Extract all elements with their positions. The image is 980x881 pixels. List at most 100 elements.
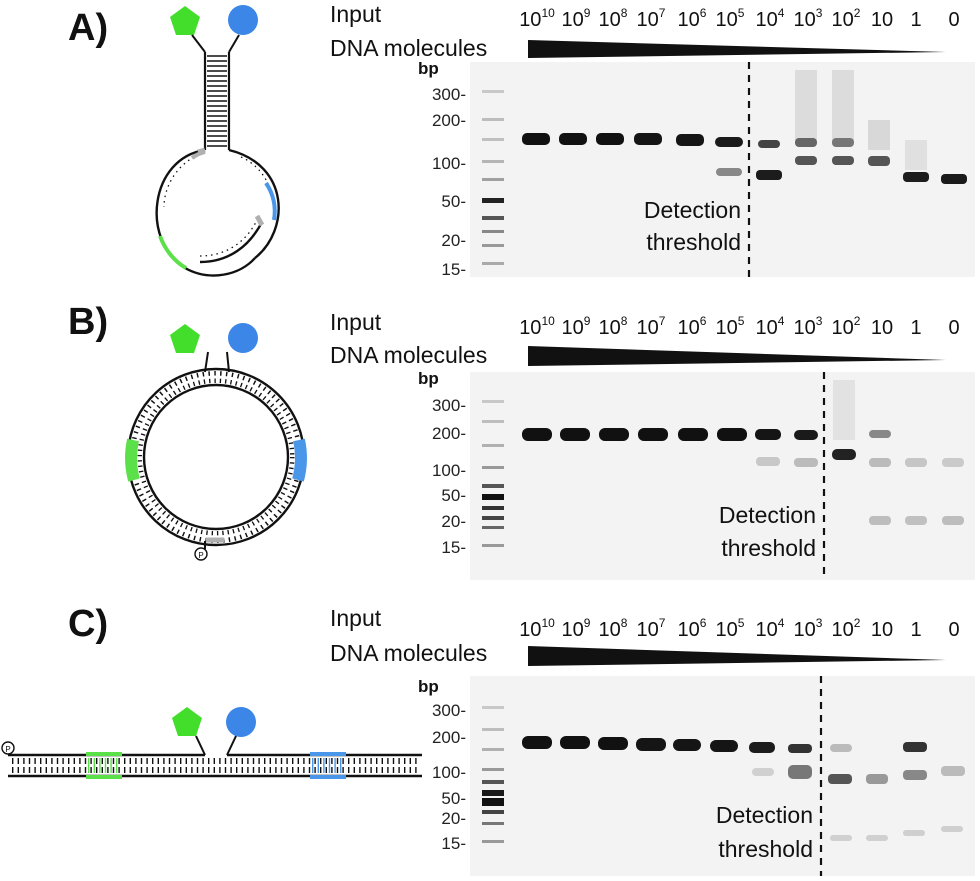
- lane-label: 1: [910, 317, 921, 339]
- bp-label-b: bp: [418, 369, 439, 388]
- lane-label-exponent: 3: [816, 616, 823, 630]
- lane-label: 106: [678, 6, 707, 31]
- ladder-label-50: 50-: [441, 486, 466, 505]
- band: [678, 428, 708, 441]
- lane-label: 103: [794, 6, 823, 31]
- lane-label: 108: [599, 616, 628, 641]
- lane-label-exponent: 2: [854, 616, 861, 630]
- lane-label: 106: [678, 314, 707, 339]
- input-label-line1-a: Input: [330, 1, 382, 27]
- lane-label: 10: [871, 9, 893, 31]
- lane-label-exponent: 9: [584, 616, 591, 630]
- band: [715, 137, 743, 147]
- lane-label: 1: [910, 9, 921, 31]
- gel-bands-a: [522, 70, 967, 184]
- band: [599, 428, 629, 441]
- green-segment: [86, 752, 122, 756]
- band: [560, 428, 590, 441]
- panel-a: A): [68, 1, 975, 280]
- band: [716, 168, 742, 176]
- ladder-label-300: 300-: [432, 85, 466, 104]
- lane-label: 106: [678, 616, 707, 641]
- band: [634, 133, 662, 145]
- band: [756, 457, 780, 466]
- ladder-label-200: 200-: [432, 424, 466, 443]
- inner-ring: [142, 383, 290, 531]
- construct-a: [155, 5, 280, 277]
- band: [559, 133, 587, 145]
- band: [830, 744, 852, 752]
- threshold-label-line2-c: threshold: [718, 836, 813, 862]
- gel-bands-c: [522, 736, 965, 841]
- band: [941, 766, 965, 776]
- band: [788, 744, 812, 753]
- lane-label-exponent: 3: [816, 6, 823, 20]
- lane-label: 0: [948, 317, 959, 339]
- ladder-labels-b: 300- 200- 100- 50- 20- 15-: [432, 396, 466, 557]
- band: [522, 736, 552, 749]
- lane-label-exponent: 6: [700, 6, 707, 20]
- band: [756, 170, 782, 180]
- band: [869, 458, 891, 467]
- linker-left: [191, 34, 206, 53]
- bp-label-a: bp: [418, 59, 439, 78]
- ladder-label-200: 200-: [432, 728, 466, 747]
- lane-label-exponent: 10: [541, 616, 555, 630]
- input-label-line1-c: Input: [330, 605, 382, 631]
- panel-label-a: A): [68, 7, 108, 49]
- lane-label: 104: [756, 6, 785, 31]
- ladder-label-20: 20-: [441, 809, 466, 828]
- lane-label: 0: [948, 9, 959, 31]
- lane-label-exponent: 2: [854, 314, 861, 328]
- green-segment: [125, 438, 140, 482]
- pentagon-icon: [170, 324, 200, 353]
- lane-label: 109: [562, 314, 591, 339]
- bp-label-c: bp: [418, 677, 439, 696]
- lane-label: 102: [832, 6, 861, 31]
- band: [942, 516, 964, 525]
- lane-label-exponent: 6: [700, 616, 707, 630]
- band: [749, 742, 775, 753]
- ladder-label-100: 100-: [432, 154, 466, 173]
- lane-label-exponent: 8: [621, 314, 628, 328]
- ladder-label-50: 50-: [441, 789, 466, 808]
- outer-ring: [126, 367, 306, 547]
- band: [832, 156, 854, 165]
- blue-segment: [310, 752, 346, 756]
- threshold-label-line1-a: Detection: [644, 197, 741, 223]
- ladder-label-20: 20-: [441, 512, 466, 531]
- lane-label: 105: [716, 616, 745, 641]
- circle-icon: [228, 5, 258, 35]
- band: [833, 380, 855, 440]
- circle-icon: [226, 707, 256, 737]
- ladder-label-300: 300-: [432, 701, 466, 720]
- ladder-label-300: 300-: [432, 396, 466, 415]
- lane-label: 103: [794, 616, 823, 641]
- input-label-line1-b: Input: [330, 309, 382, 335]
- band: [869, 430, 891, 438]
- linker-right: [228, 34, 240, 53]
- band: [717, 428, 747, 441]
- lane-label: 1010: [519, 616, 555, 641]
- band: [869, 516, 891, 525]
- lane-label-exponent: 5: [738, 6, 745, 20]
- threshold-label-line1-b: Detection: [719, 502, 816, 528]
- band: [866, 835, 888, 841]
- lane-label-exponent: 9: [584, 6, 591, 20]
- lane-label-exponent: 5: [738, 616, 745, 630]
- circle-icon: [228, 323, 258, 353]
- band: [522, 133, 550, 145]
- lane-label: 104: [756, 616, 785, 641]
- lane-label-exponent: 7: [659, 616, 666, 630]
- svg-text:P: P: [5, 745, 10, 754]
- ladder-lane-a: [482, 90, 504, 265]
- stem: [203, 52, 231, 150]
- construct-b: P: [125, 323, 307, 561]
- pentagon-icon: [170, 6, 200, 35]
- band: [794, 458, 818, 467]
- ladder-labels-a: 300- 200- 100- 50- 20- 15-: [432, 85, 466, 279]
